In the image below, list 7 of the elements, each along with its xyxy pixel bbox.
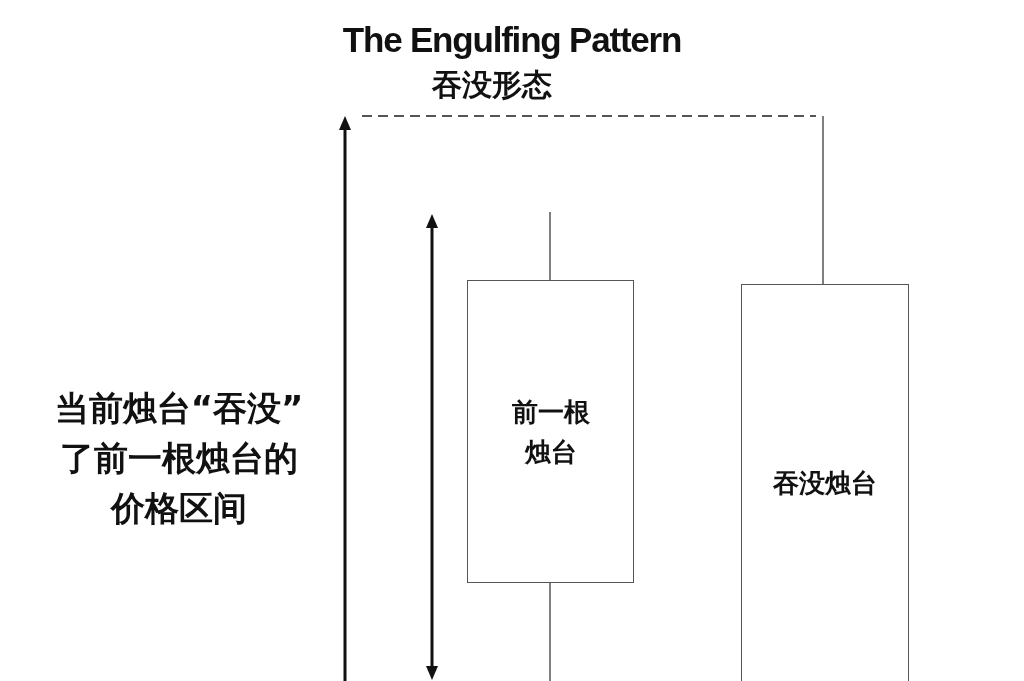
annotation-text: 当前烛台“吞没”了前一根烛台的价格区间 [53, 387, 305, 530]
subtitle: 吞没形态 [432, 66, 552, 104]
chart-title: The Engulfing Pattern [342, 20, 682, 60]
candle-label: 吞没烛台 [773, 467, 877, 500]
candle-label: 前一根烛台 [510, 395, 591, 469]
candlestick-body [741, 284, 909, 681]
candlestick-body [467, 280, 634, 583]
